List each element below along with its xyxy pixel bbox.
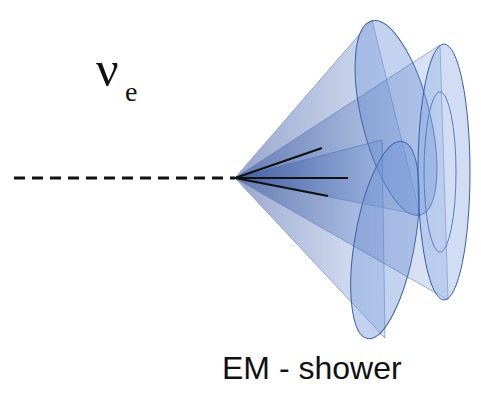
neutrino-subscript: e: [125, 78, 137, 106]
particle-tracks: [235, 148, 348, 196]
neutrino-track: [14, 177, 235, 180]
shower-cone: [235, 44, 470, 300]
shower-label: EM - shower: [222, 352, 402, 384]
neutrino-symbol: ν: [96, 44, 119, 94]
